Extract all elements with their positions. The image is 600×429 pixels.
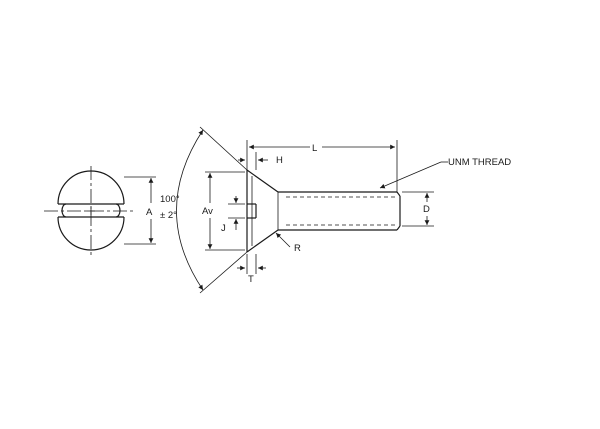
shank-chamfer-top bbox=[396, 191, 401, 197]
label-l: L bbox=[312, 143, 317, 154]
dim-l: L bbox=[246, 140, 398, 192]
callout-thread: UNM THREAD bbox=[379, 157, 511, 189]
shank-chamfer-bottom bbox=[396, 225, 401, 231]
label-d: D bbox=[423, 204, 430, 215]
head-cone-upper bbox=[246, 169, 279, 193]
label-angle-tol: ± 2° bbox=[160, 210, 177, 221]
label-av: Av bbox=[202, 206, 213, 217]
end-view-slot-end-left bbox=[61, 203, 67, 218]
dim-av: Av bbox=[202, 171, 245, 251]
callout-r: R bbox=[275, 232, 301, 254]
label-angle: 100° bbox=[160, 194, 180, 205]
dim-h: H bbox=[238, 152, 283, 170]
dim-d: D bbox=[402, 191, 434, 227]
label-thread: UNM THREAD bbox=[448, 157, 511, 168]
dim-angle: 100° ± 2° bbox=[160, 126, 248, 294]
end-view-head-lower bbox=[57, 216, 125, 251]
end-view-slot-end-right bbox=[115, 203, 121, 218]
label-a: A bbox=[146, 207, 153, 218]
side-view bbox=[246, 169, 401, 253]
label-r: R bbox=[294, 243, 301, 254]
dim-t: T bbox=[237, 254, 266, 285]
dim-j: J bbox=[221, 196, 245, 234]
dim-a: A bbox=[124, 176, 156, 245]
head-cone-lower bbox=[246, 229, 279, 253]
label-t: T bbox=[248, 274, 254, 285]
label-h: H bbox=[276, 155, 283, 166]
label-j: J bbox=[221, 223, 226, 234]
end-view bbox=[44, 166, 136, 256]
